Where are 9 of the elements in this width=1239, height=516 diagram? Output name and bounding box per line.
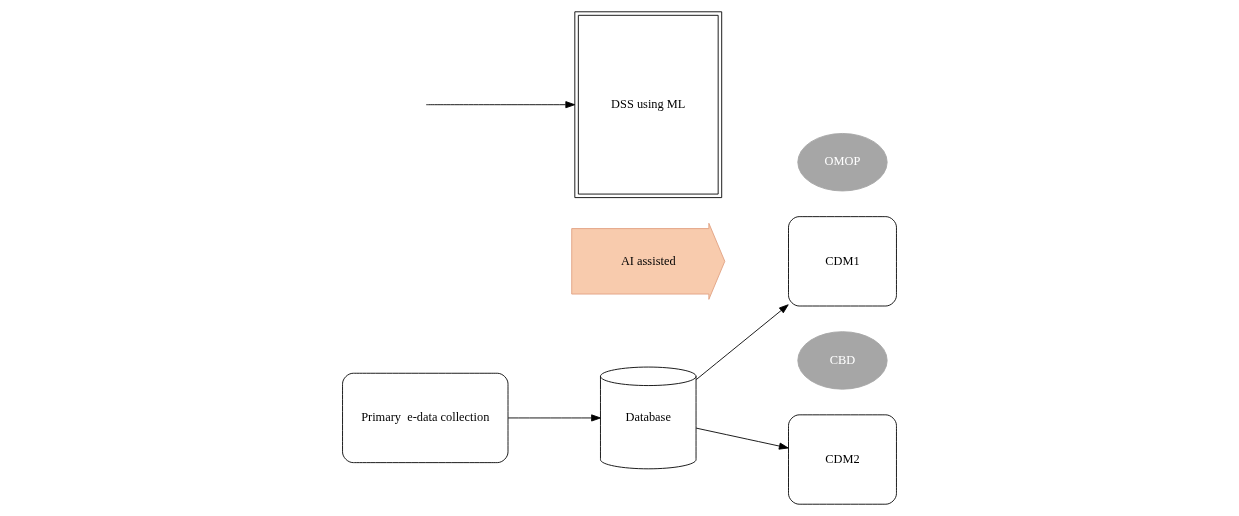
arrow [695, 304, 789, 381]
arrow [425, 101, 576, 109]
node-box: CDM1 [788, 216, 897, 307]
node-box: CDM2 [788, 414, 897, 505]
node-ellipse: CBD [797, 331, 888, 390]
arrow [507, 414, 601, 422]
node-ellipse: OMOP [797, 133, 888, 192]
arrow [695, 427, 789, 450]
node-box: Primary e-data collection [342, 372, 509, 464]
